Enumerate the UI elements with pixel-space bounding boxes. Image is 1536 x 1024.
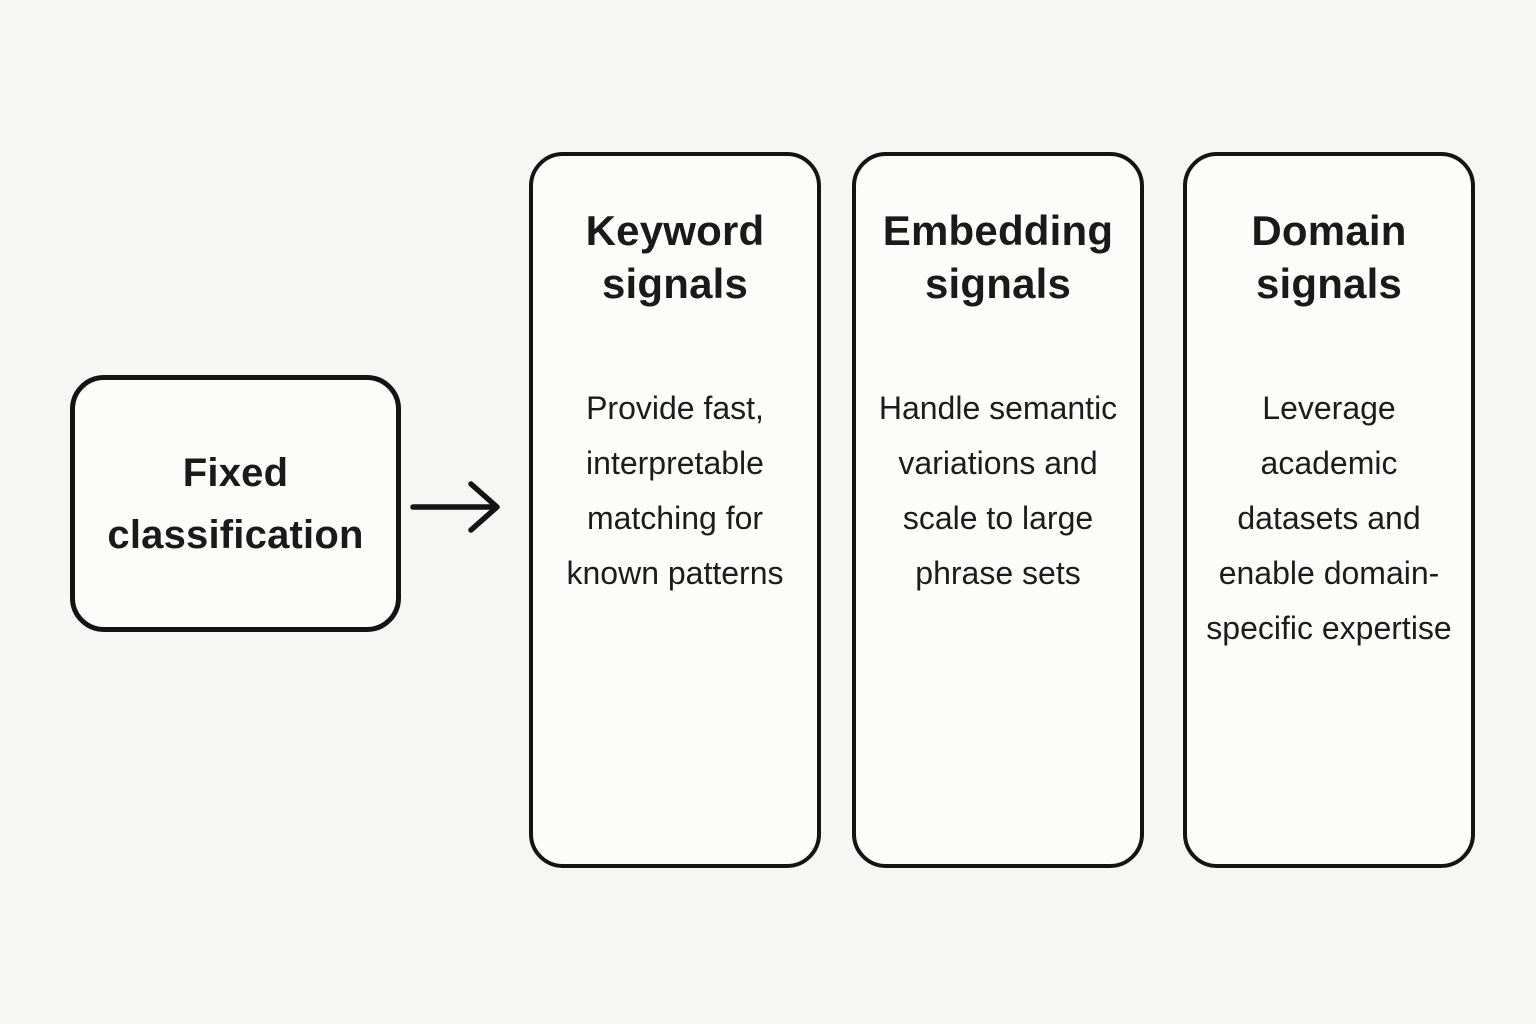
column-embedding-signals: Embedding signals Handle semantic variat… [852,152,1144,868]
column-body-keyword-signals: Provide fast, interpretable matching for… [566,389,784,591]
column-keyword-signals: Keyword signals Provide fast, interpreta… [529,152,821,868]
column-title-embedding-signals: Embedding signals [882,207,1114,308]
column-body-domain-signals: Leverage academic datasets and enable do… [1206,389,1452,646]
column-domain-signals: Domain signals Leverage academic dataset… [1183,152,1475,868]
column-title-keyword-signals: Keyword signals [585,207,765,308]
right-arrow-icon [410,481,500,533]
source-box-label: Fixed classification [107,450,364,557]
column-title-domain-signals: Domain signals [1251,207,1407,308]
column-body-embedding-signals: Handle semantic variations and scale to … [878,389,1118,591]
source-box-fixed-classification: Fixed classification [70,375,401,632]
